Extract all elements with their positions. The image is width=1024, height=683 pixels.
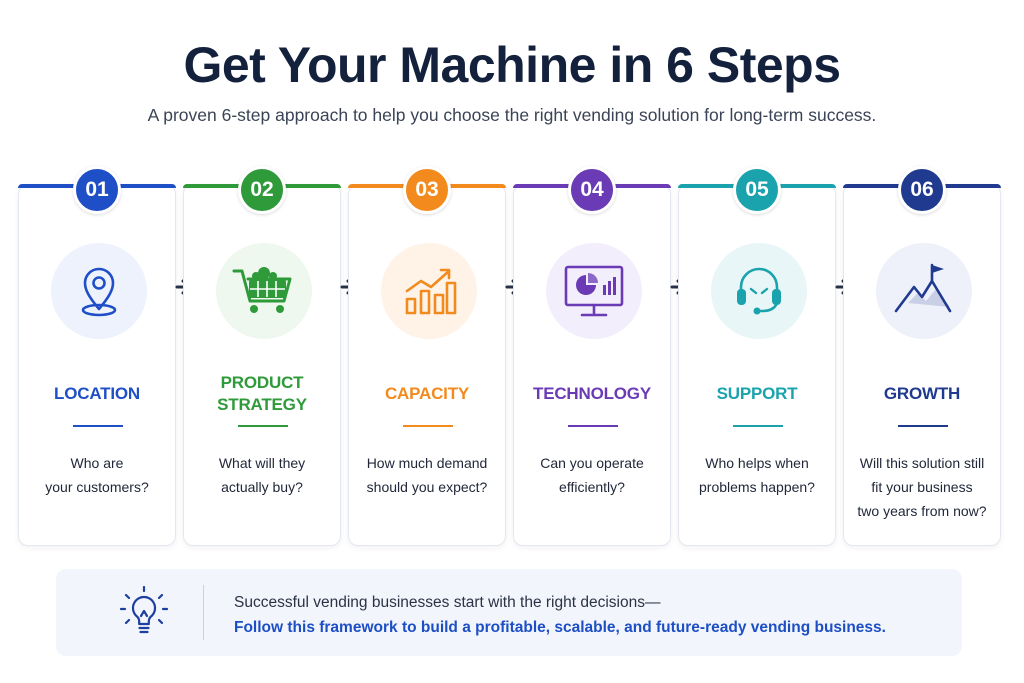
step-question: What will they actually buy? (190, 451, 334, 499)
step-icon-circle (711, 243, 807, 339)
step-number-badge: 05 (733, 166, 781, 214)
page-subtitle: A proven 6-step approach to help you cho… (147, 105, 877, 125)
step-card-location: LOCATION Who are your customers? (18, 184, 176, 546)
step-question-line: fit your business (871, 479, 973, 495)
step-card-support: SUPPORT Who helps when problems happen? (678, 184, 836, 546)
step-icon-circle (216, 243, 312, 339)
step-icon-circle (546, 243, 642, 339)
page-title: Get Your Machine in 6 Steps (183, 37, 841, 93)
step-question-line: your customers? (45, 479, 149, 495)
step-title: SUPPORT (679, 383, 835, 405)
monitor-chart-icon (558, 259, 630, 323)
callout-line-1: Successful vending businesses start with… (234, 594, 661, 611)
mountain-flag-icon (888, 259, 960, 323)
step-title: GROWTH (844, 383, 1000, 405)
step-icon-circle (51, 243, 147, 339)
step-number-badge: 04 (568, 166, 616, 214)
step-card-growth: GROWTH Will this solution still fit your b… (843, 184, 1001, 546)
step-title-line: GROWTH (883, 384, 961, 403)
callout-divider (203, 585, 204, 640)
step-card-product-strategy: PRODUCT STRATEGY What will they actually bu… (183, 184, 341, 546)
step-question-line: should you expect? (366, 479, 488, 495)
growth-bars-icon (397, 259, 461, 323)
step-question: Can you operate efficiently? (520, 451, 664, 499)
step-question-line: actually buy? (221, 479, 303, 495)
step-question-line: two years from now? (857, 503, 987, 519)
step-title-line: PRODUCT (220, 373, 304, 392)
shopping-cart-icon (228, 259, 300, 323)
step-question-line: Who helps when (705, 455, 809, 471)
step-number-badge: 06 (898, 166, 946, 214)
step-question-line: problems happen? (699, 479, 815, 495)
step-title-line: LOCATION (54, 384, 140, 403)
step-question: Who helps when problems happen? (685, 451, 829, 499)
location-pin-icon (67, 259, 131, 323)
step-title-underline (568, 425, 618, 427)
step-number-badge: 03 (403, 166, 451, 214)
step-title: PRODUCT STRATEGY (184, 372, 340, 416)
step-title: CAPACITY (349, 383, 505, 405)
lightbulb-icon (119, 585, 169, 634)
step-title: TECHNOLOGY (514, 383, 670, 405)
callout-box: Successful vending businesses start with… (56, 569, 962, 656)
step-card-capacity: CAPACITY How much demand should you expect… (348, 184, 506, 546)
step-question-line: How much demand (366, 455, 488, 471)
headset-icon (727, 259, 791, 323)
step-question-line: What will they (218, 455, 306, 471)
callout-line-2: Follow this framework to build a profita… (234, 619, 886, 636)
step-question: Will this solution still fit your busines… (850, 451, 994, 523)
step-title-underline (898, 425, 948, 427)
step-icon-circle (876, 243, 972, 339)
step-title-underline (733, 425, 783, 427)
step-title-underline (403, 425, 453, 427)
step-question-line: efficiently? (559, 479, 625, 495)
step-title-line: TECHNOLOGY (533, 384, 651, 403)
step-question: Who are your customers? (25, 451, 169, 499)
step-card-technology: TECHNOLOGY Can you operate efficiently? (513, 184, 671, 546)
step-number-badge: 01 (73, 166, 121, 214)
step-title-line: SUPPORT (716, 384, 798, 403)
step-number-badge: 02 (238, 166, 286, 214)
step-title: LOCATION (19, 383, 175, 405)
step-title-line: STRATEGY (217, 395, 307, 414)
step-icon-circle (381, 243, 477, 339)
step-question: How much demand should you expect? (355, 451, 499, 499)
step-title-underline (73, 425, 123, 427)
step-question-line: Who are (70, 455, 124, 471)
step-title-underline (238, 425, 288, 427)
step-title-line: CAPACITY (384, 384, 470, 403)
step-question-line: Will this solution still (859, 455, 985, 471)
step-question-line: Can you operate (540, 455, 644, 471)
